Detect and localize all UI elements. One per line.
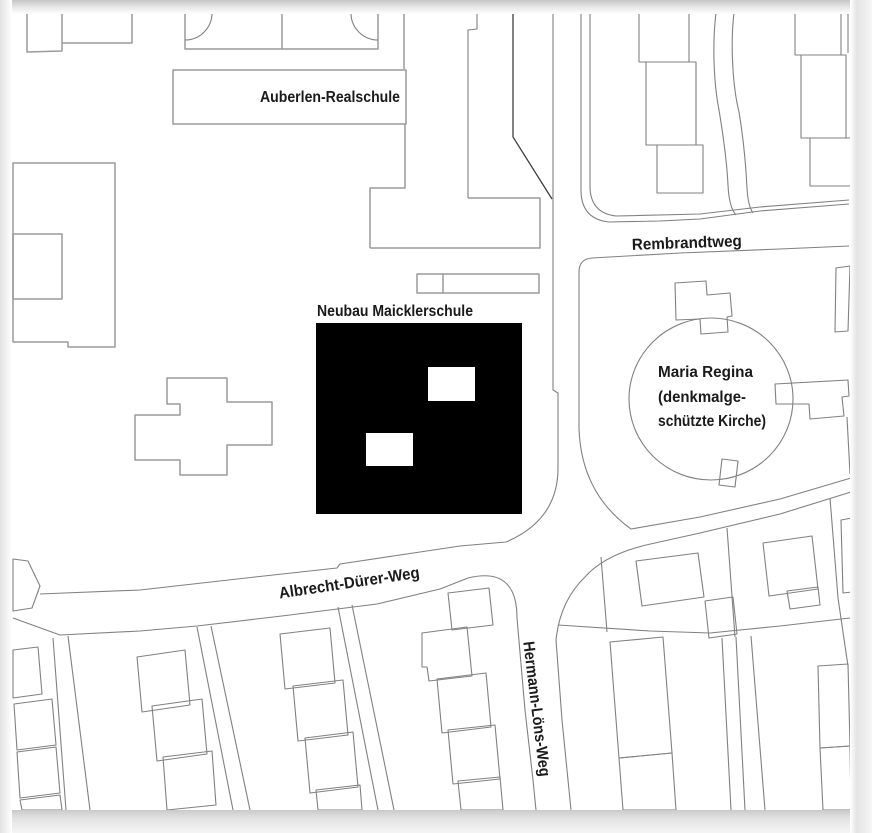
- building-auberlen-realschule: [172, 69, 407, 125]
- building-outline: [26, 13, 63, 53]
- building-cross-shaped: [134, 377, 273, 476]
- label-maria-regina-line1: Maria Regina: [658, 364, 753, 381]
- label-neubau-maicklerschule: Neubau Maicklerschule: [317, 303, 473, 320]
- bottom-edge-shadow: [0, 810, 872, 833]
- corner-arc: [184, 12, 213, 41]
- house: [151, 698, 208, 762]
- building-neubau-maicklerschule: [316, 323, 522, 514]
- school-complex-buildings: [12, 12, 541, 476]
- building-outline: [62, 13, 133, 44]
- street-edge: [578, 245, 852, 530]
- house: [16, 746, 61, 799]
- house: [304, 731, 359, 794]
- label-maria-regina-line3: schützte Kirche): [658, 413, 766, 430]
- label-auberlen-realschule: Auberlen-Realschule: [260, 89, 400, 106]
- street-edge: [12, 575, 537, 811]
- right-edge-shadow: [850, 0, 872, 833]
- label-rembrandtweg: Rembrandtweg: [632, 233, 743, 254]
- footpath-edge: [713, 12, 737, 216]
- building-wing: [369, 124, 406, 248]
- driveway-line: [337, 606, 379, 811]
- corner-arc: [350, 12, 379, 41]
- building-outline: [774, 379, 850, 420]
- house: [436, 672, 492, 734]
- street-edge: [580, 13, 850, 223]
- driveway-line: [351, 604, 395, 811]
- building-outline: [834, 265, 851, 333]
- street-edge: [39, 13, 559, 595]
- small-building: [416, 273, 540, 294]
- house: [136, 649, 191, 713]
- parcel-line: [829, 497, 849, 667]
- house: [162, 750, 217, 811]
- parcel-line: [557, 617, 851, 634]
- parcel-line: [467, 13, 478, 198]
- courtyard-opening-2: [366, 433, 413, 466]
- parcel-line: [750, 635, 766, 811]
- building-wing-outline: [370, 197, 541, 249]
- top-edge-shadow: [0, 0, 872, 14]
- parcel-line-diagonal: [512, 13, 553, 200]
- street-edge: [555, 491, 852, 811]
- footpath-edge: [731, 12, 754, 214]
- church-annex: [718, 458, 739, 488]
- house: [447, 587, 494, 631]
- parcel-line: [726, 527, 736, 638]
- house: [421, 626, 473, 682]
- parcel-line: [846, 416, 851, 475]
- driveway-line: [735, 636, 746, 811]
- building-outline: [656, 144, 704, 194]
- driveway-line: [52, 637, 67, 811]
- driveway-line: [67, 635, 91, 811]
- label-maria-regina-line2: (denkmalge-: [658, 389, 746, 406]
- parcel-pentagon: [12, 558, 41, 612]
- schoolyard-court: [12, 233, 63, 300]
- courtyard-opening-1: [428, 367, 475, 401]
- driveway-line: [721, 637, 732, 811]
- house: [704, 596, 738, 639]
- church-building: [674, 280, 733, 335]
- house-annex: [786, 586, 821, 610]
- house: [635, 552, 705, 607]
- house: [12, 646, 43, 699]
- highlighted-building: [316, 323, 522, 514]
- house: [279, 627, 336, 690]
- house: [13, 698, 57, 751]
- row-houses-south: [12, 558, 504, 811]
- northeast-buildings: [638, 12, 852, 333]
- left-edge-shadow: [0, 0, 12, 833]
- driveway-line: [196, 626, 234, 811]
- house: [292, 679, 349, 742]
- parcel-line: [600, 556, 608, 633]
- driveway-line: [210, 625, 251, 811]
- church-grounds-circle: [628, 317, 794, 481]
- maria-regina-grounds: [628, 280, 850, 488]
- schoolyard-outline: [12, 162, 116, 348]
- street-and-parcel-lines: [12, 12, 852, 811]
- parcel-line: [589, 13, 850, 217]
